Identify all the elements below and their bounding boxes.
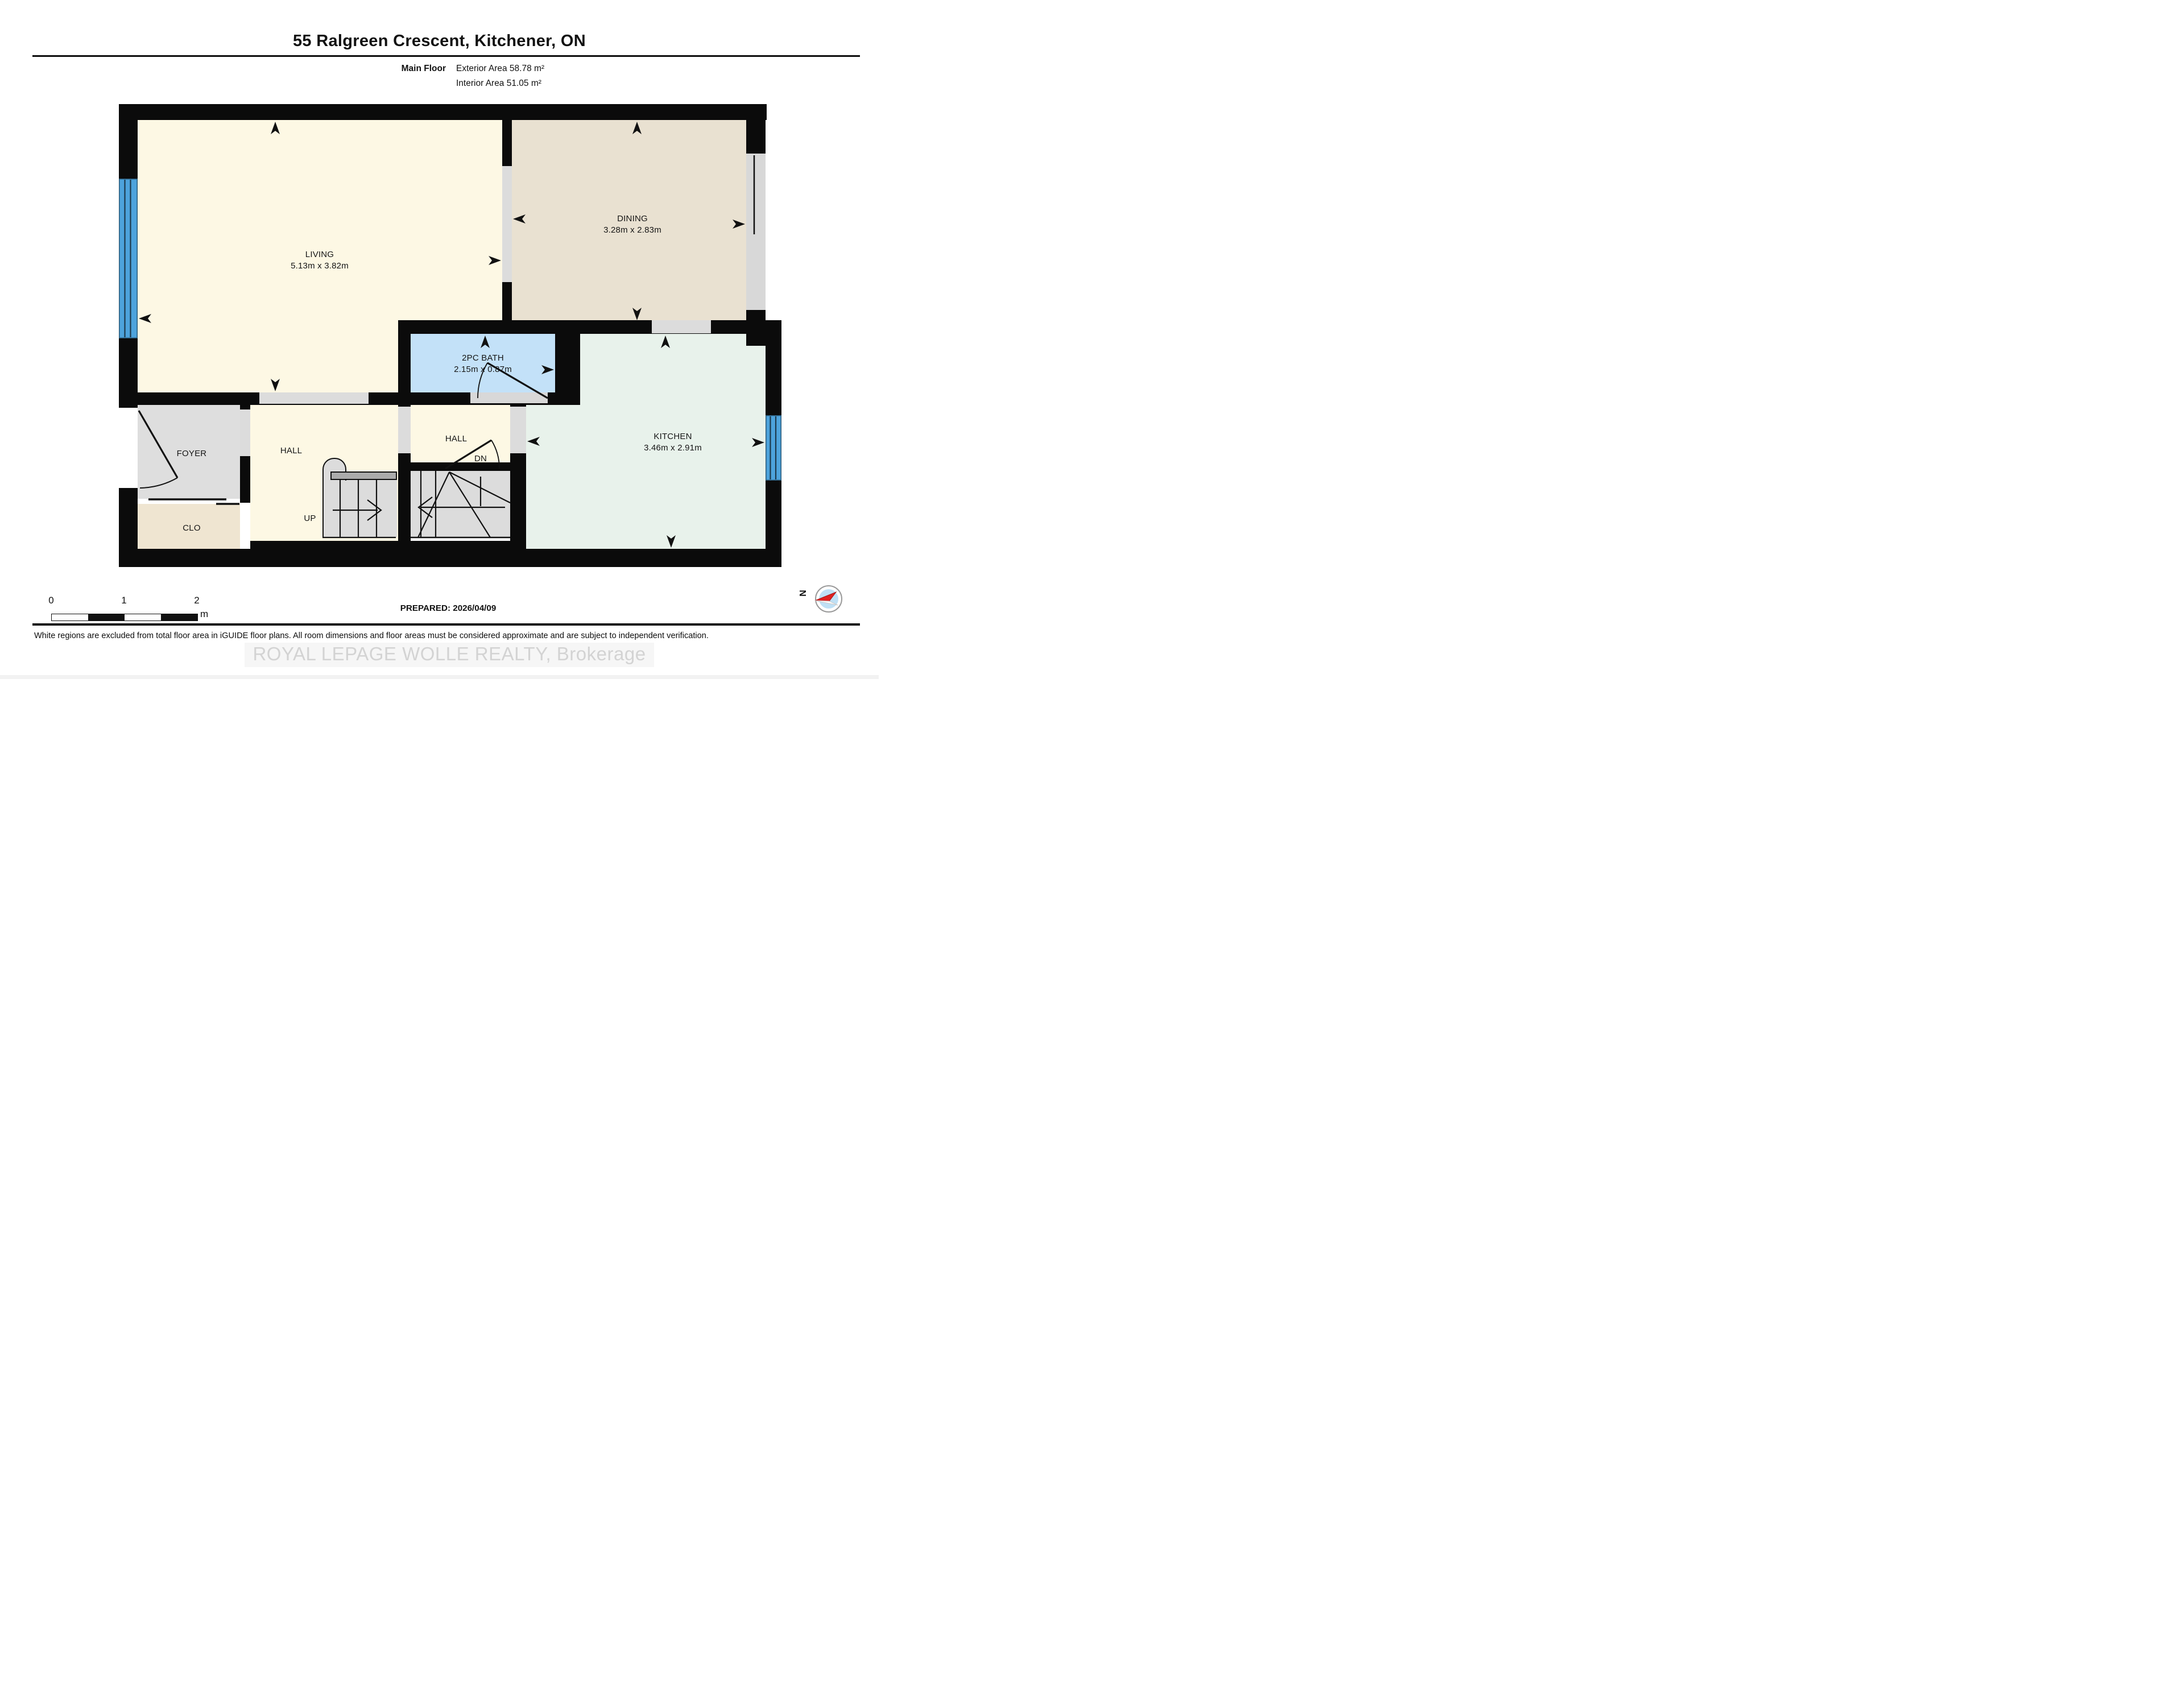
scale-tick-1: 1 (121, 595, 127, 606)
floor-plan-page: { "header": { "title": "55 Ralgreen Cres… (0, 0, 879, 679)
living-name: LIVING (305, 250, 334, 259)
scale-tick-0: 0 (48, 595, 54, 606)
dining-dims: 3.28m x 2.83m (603, 225, 661, 235)
closet-area (138, 504, 240, 549)
stairs-up-label: UP (304, 514, 316, 523)
entry-door-gap (119, 408, 138, 488)
floor-label: Main Floor (401, 64, 446, 73)
closet-label: CLO (183, 523, 201, 533)
stairs-up (322, 479, 397, 537)
kitchen-name: KITCHEN (653, 432, 692, 441)
opening-hall2-kitchen (510, 407, 526, 453)
bath-door-opening (470, 392, 548, 403)
hall1-label: HALL (280, 446, 303, 456)
opening-living-dining (502, 166, 512, 282)
wall-bottom-center (250, 541, 526, 567)
kitchen-area-lower (526, 405, 766, 549)
hall2-label: HALL (445, 434, 468, 444)
dining-patio-door (746, 154, 766, 310)
bath-name: 2PC BATH (462, 353, 504, 363)
compass-icon (814, 585, 842, 613)
header-divider (32, 55, 860, 57)
stairs-down-label: DN (474, 454, 487, 464)
prepared-date: PREPARED: 2026/04/09 (400, 603, 497, 613)
living-label: LIVING 5.13m x 3.82m (263, 249, 377, 271)
dining-room-area (512, 120, 746, 320)
wall-bottom-left (119, 549, 250, 567)
footer-divider (32, 623, 860, 626)
compass-north-label: N (797, 590, 807, 597)
page-title: 55 Ralgreen Crescent, Kitchener, ON (293, 32, 586, 50)
wall-bottom-right (526, 549, 781, 567)
wall-top (119, 104, 767, 120)
foyer-label: FOYER (176, 449, 207, 458)
brokerage-watermark: ROYAL LEPAGE WOLLE REALTY, Brokerage (245, 643, 654, 667)
opening-living-hall (259, 392, 369, 404)
opening-foyer-hall (240, 409, 250, 456)
disclaimer-text: White regions are excluded from total fl… (34, 631, 709, 640)
interior-area-label: Interior Area 51.05 m² (456, 78, 541, 88)
exterior-area-label: Exterior Area 58.78 m² (456, 64, 545, 73)
scale-tick-2: 2 (194, 595, 200, 606)
scale-unit-label: m (200, 609, 209, 619)
bath-label: 2PC BATH 2.15m x 0.87m (426, 353, 540, 375)
kitchen-label: KITCHEN 3.46m x 2.91m (616, 431, 730, 453)
kitchen-area-upper (580, 334, 766, 405)
stairs-down (411, 471, 510, 537)
wall-bath-right (555, 320, 580, 405)
bottom-edge-strip (0, 675, 879, 679)
dining-label: DINING 3.28m x 2.83m (576, 213, 689, 235)
wall-hall2-bottom (404, 462, 510, 471)
living-window (119, 179, 138, 338)
stairs-up-railing (330, 471, 397, 480)
opening-hall1-hall2 (398, 407, 411, 453)
kitchen-dims: 3.46m x 2.91m (644, 442, 702, 453)
kitchen-window (766, 415, 781, 481)
bath-dims: 2.15m x 0.87m (454, 364, 512, 374)
dining-name: DINING (617, 214, 648, 224)
living-dims: 5.13m x 3.82m (291, 260, 349, 271)
scale-bar (51, 614, 198, 621)
closet-slider (148, 498, 239, 505)
opening-dining-kitchen (652, 320, 711, 333)
